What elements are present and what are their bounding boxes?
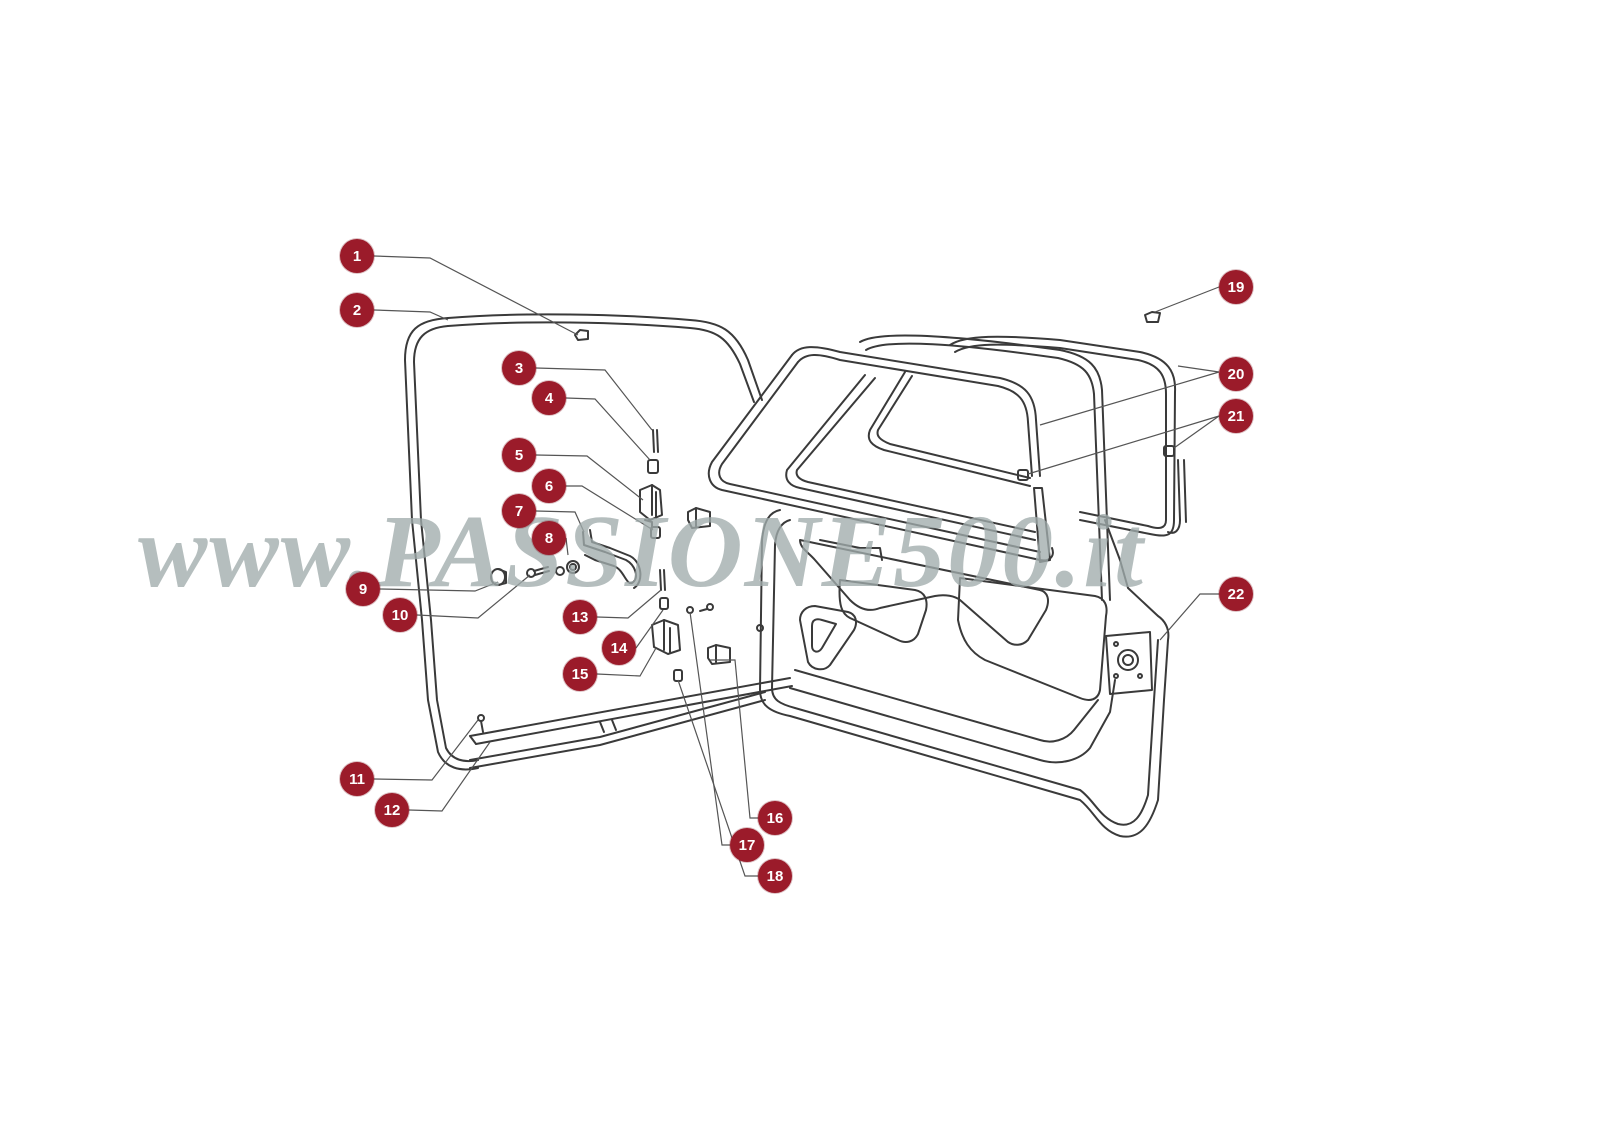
bushing-part-4 <box>647 459 659 474</box>
bushing-part-6 <box>650 526 661 539</box>
glass-channel <box>785 371 1036 541</box>
screw-part-16 <box>699 603 714 612</box>
callout-badge-15[interactable]: 15 <box>563 657 597 691</box>
bushing-part-18 <box>673 669 683 682</box>
callout-badge-17[interactable]: 17 <box>730 828 764 862</box>
callout-badge-16[interactable]: 16 <box>758 801 792 835</box>
callout-badge-3[interactable]: 3 <box>502 351 536 385</box>
window-seal-part-20-middle <box>859 334 1111 601</box>
callout-badge-4[interactable]: 4 <box>532 381 566 415</box>
striker-bracket <box>707 644 731 665</box>
striker-bracket-upper <box>687 507 711 529</box>
callout-badge-22[interactable]: 22 <box>1219 577 1253 611</box>
callout-badge-2[interactable]: 2 <box>340 293 374 327</box>
grommet-part-8 <box>555 560 580 576</box>
callout-badge-11[interactable]: 11 <box>340 762 374 796</box>
callout-badge-19[interactable]: 19 <box>1219 270 1253 304</box>
clip-part-21-a <box>1017 469 1029 481</box>
callout-badge-9[interactable]: 9 <box>346 572 380 606</box>
clip-part-19 <box>1144 311 1161 323</box>
callout-badge-1[interactable]: 1 <box>340 239 374 273</box>
door-seal-part-2 <box>404 313 766 771</box>
callout-badge-13[interactable]: 13 <box>563 600 597 634</box>
window-seal-part-20-rear <box>949 335 1187 537</box>
callout-badge-21[interactable]: 21 <box>1219 399 1253 433</box>
callout-badge-14[interactable]: 14 <box>602 631 636 665</box>
window-channel-front <box>707 346 1054 563</box>
callout-badge-5[interactable]: 5 <box>502 438 536 472</box>
pin-part-3 <box>652 429 659 453</box>
door-shell-part-22 <box>756 509 1170 838</box>
check-rod-part-7 <box>582 529 642 589</box>
callout-badge-8[interactable]: 8 <box>532 521 566 555</box>
callout-badge-20[interactable]: 20 <box>1219 357 1253 391</box>
callout-badge-10[interactable]: 10 <box>383 598 417 632</box>
hinge-part-15 <box>651 619 681 655</box>
callout-badge-7[interactable]: 7 <box>502 494 536 528</box>
leader-lines <box>373 255 1220 877</box>
hinge-part-5 <box>639 484 663 529</box>
sill-strip-part-12 <box>469 677 793 745</box>
callout-badge-18[interactable]: 18 <box>758 859 792 893</box>
clip-part-21-b <box>1163 445 1175 457</box>
clip-part-1 <box>574 329 589 341</box>
callout-badge-6[interactable]: 6 <box>532 469 566 503</box>
bushing-part-14 <box>659 597 669 610</box>
callout-badge-12[interactable]: 12 <box>375 793 409 827</box>
pin-part-13 <box>659 569 666 591</box>
cap-part-9 <box>490 568 507 586</box>
screw-part-11 <box>477 714 485 733</box>
bolt-part-10 <box>526 566 550 578</box>
